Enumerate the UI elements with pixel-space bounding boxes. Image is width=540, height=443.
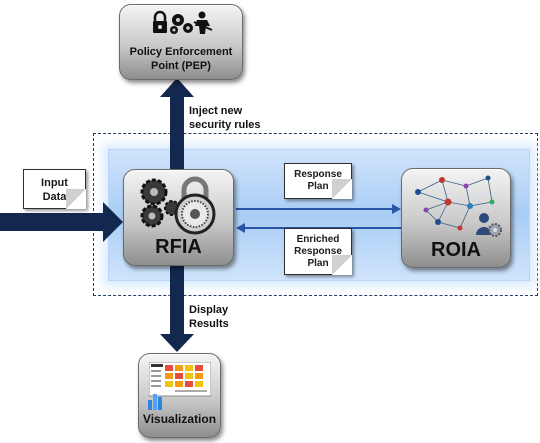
enriched-line-1: Enriched: [296, 234, 340, 245]
rfia-label: RFIA: [155, 236, 202, 258]
response-plan-line-1: Response: [294, 169, 342, 180]
enriched-response-plan-note: Enriched Response Plan: [284, 228, 352, 275]
person-icon: [193, 11, 213, 34]
pep-title-line-2: Point (PEP): [151, 60, 211, 72]
bar-chart-icon: [148, 394, 162, 410]
padlock-icon: [153, 10, 167, 33]
roia-box: ROIA: [401, 168, 511, 268]
inject-caption-line-2: security rules: [189, 119, 261, 131]
input-note-line-2: Data: [42, 191, 67, 203]
response-plan-line-2: Plan: [307, 181, 329, 192]
input-data-note: Input Data: [23, 169, 86, 209]
pep-title-line-1: Policy Enforcement: [129, 46, 233, 58]
display-caption-line-1: Display: [189, 304, 229, 316]
user-gear-icon: [476, 213, 502, 237]
visualization-box: Visualization: [138, 353, 221, 438]
inject-caption-line-1: Inject new: [189, 105, 243, 117]
input-note-line-1: Input: [41, 177, 68, 189]
display-arrow: [160, 266, 194, 352]
display-caption-line-2: Results: [189, 318, 229, 330]
inject-rules-caption: Inject new security rules: [189, 104, 261, 132]
combination-lock-icon: [174, 176, 216, 235]
pep-title: Policy Enforcement Point (PEP): [120, 45, 242, 73]
enriched-line-3: Plan: [307, 258, 329, 269]
visualization-label: Visualization: [142, 412, 217, 426]
gears-icon: [170, 14, 193, 34]
network-graph-icon: [415, 175, 495, 231]
inject-arrow: [160, 78, 194, 170]
report-table-icon: [149, 362, 211, 397]
enriched-line-2: Response: [294, 246, 342, 257]
response-plan-note: Response Plan: [284, 163, 352, 199]
gears-icon: [140, 178, 180, 228]
pep-icons: [153, 10, 213, 34]
roia-label: ROIA: [431, 239, 481, 261]
rfia-box: RFIA: [123, 169, 234, 266]
display-results-caption: Display Results: [189, 303, 229, 331]
rfia-icons: [140, 176, 216, 235]
pep-box: Policy Enforcement Point (PEP): [119, 4, 243, 80]
input-arrow: [0, 202, 123, 242]
